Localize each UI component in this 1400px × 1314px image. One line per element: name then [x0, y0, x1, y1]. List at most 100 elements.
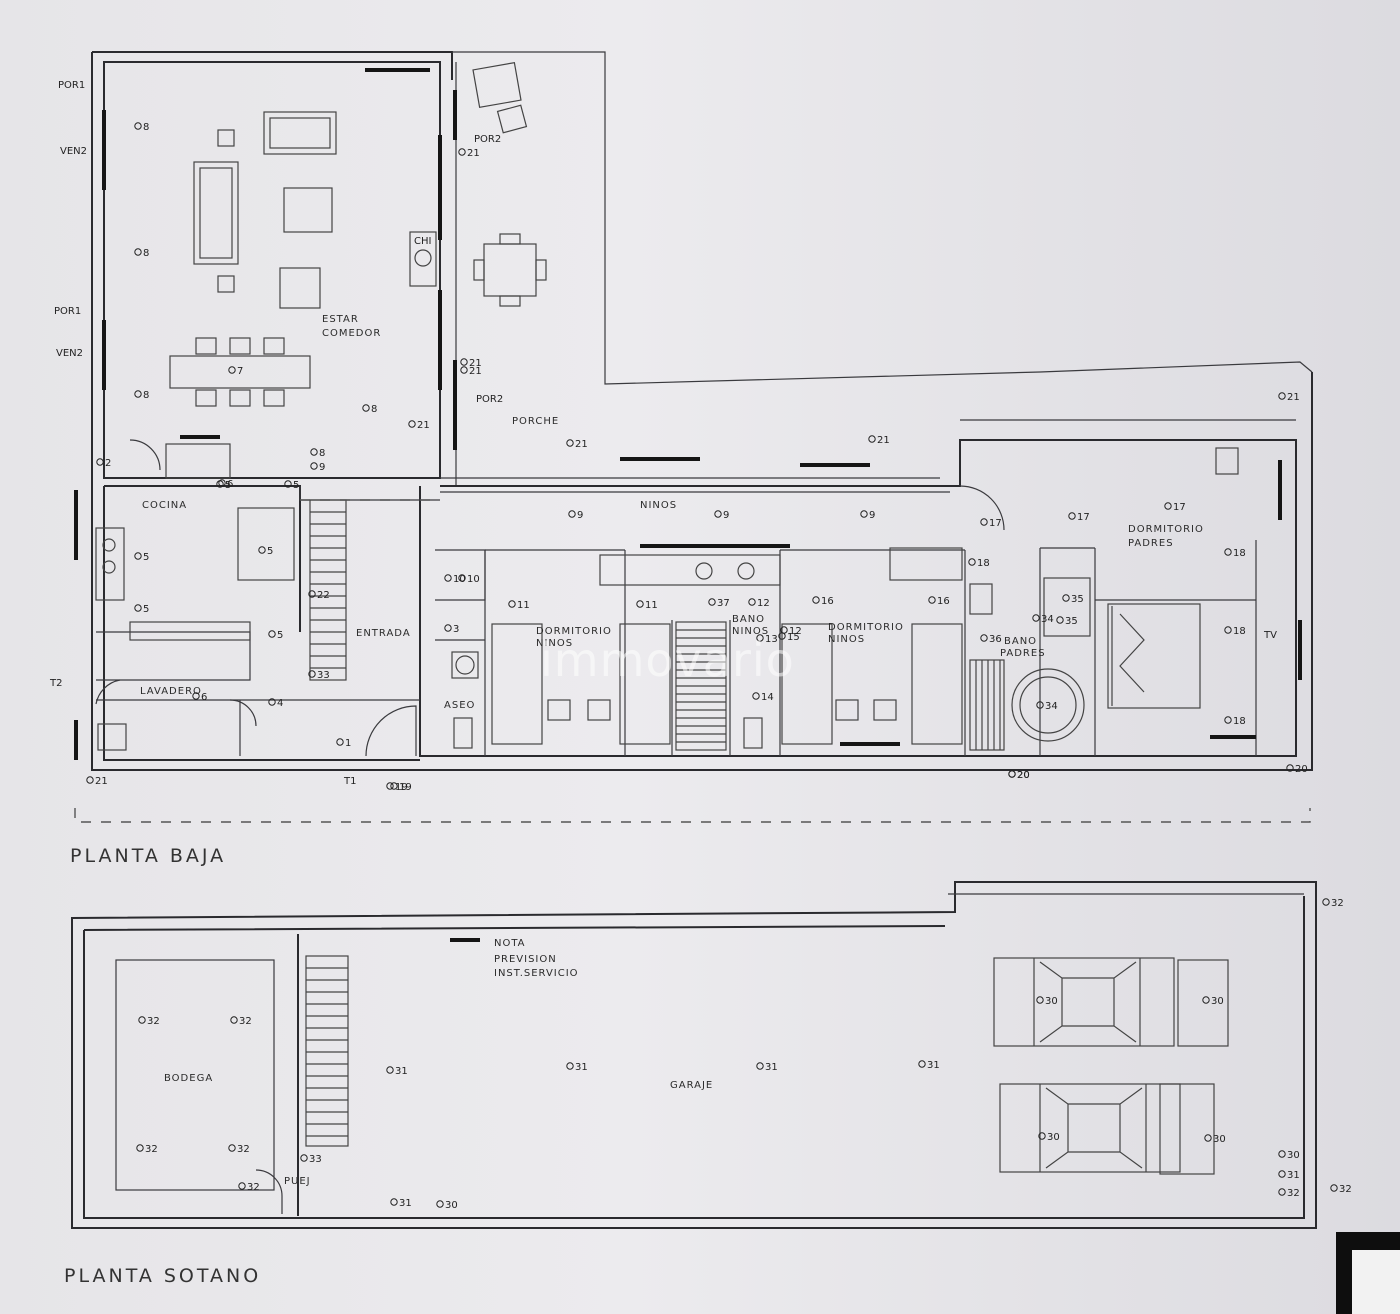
- outlet-point-p45: 22: [308, 590, 330, 601]
- outlet-symbol-p65: [1278, 1150, 1286, 1158]
- outlet-symbol-p78: [390, 782, 398, 790]
- outlet-symbol-p16: [444, 574, 452, 582]
- label-bodega: BODEGA: [164, 1073, 213, 1084]
- outlet-symbol-p18: [508, 600, 516, 608]
- outlet-number-p25: 9: [577, 510, 583, 521]
- outlet-point-p1: 8: [134, 122, 149, 133]
- outlet-symbol-p41: [458, 148, 466, 156]
- outlet-point-p26: 9: [714, 510, 729, 521]
- label-entrada: ENTRADA: [356, 628, 411, 639]
- outlet-point-p2: 8: [134, 248, 149, 259]
- outlet-point-p48: 32: [230, 1016, 252, 1027]
- title-planta-sotano: PLANTA SOTANO: [64, 1265, 261, 1287]
- outlet-number-p36: 36: [989, 634, 1002, 645]
- outlet-symbol-p52: [566, 1062, 574, 1070]
- outlet-symbol-p36: [980, 634, 988, 642]
- outlet-point-p20: 12: [748, 598, 770, 609]
- outlet-number-p1: 8: [143, 122, 149, 133]
- outlet-symbol-p12: [192, 692, 200, 700]
- outlet-number-p80: 8: [319, 448, 325, 459]
- outlet-point-p7: 5: [134, 604, 149, 615]
- outlet-number-p45: 22: [317, 590, 330, 601]
- outlet-point-p82: 10: [458, 574, 480, 585]
- outlet-symbol-p27: [860, 510, 868, 518]
- outlet-number-p81: 9: [319, 462, 325, 473]
- doors: [95, 439, 1005, 1214]
- outlet-point-p41: 21: [458, 148, 480, 159]
- outlet-symbol-p4: [228, 366, 236, 374]
- outlet-symbol-p6: [134, 552, 142, 560]
- outlet-symbol-p23: [812, 596, 820, 604]
- outlet-symbol-p51: [386, 1066, 394, 1074]
- outlet-number-p79: 20: [1017, 770, 1030, 781]
- outlet-point-p34: 34: [1032, 614, 1054, 625]
- outlet-number-p32: 18: [1233, 626, 1246, 637]
- outlet-point-p57: 30: [1038, 1132, 1060, 1143]
- outlet-number-p44: 20: [1295, 764, 1308, 775]
- label-cocina: COCINA: [142, 500, 187, 511]
- outlet-symbol-p35: [1036, 701, 1044, 709]
- note-line-3: INST.SERVICIO: [494, 968, 579, 979]
- outlet-symbol-p11: [268, 630, 276, 638]
- marker-por2-bot: POR2: [476, 394, 503, 405]
- outlet-symbol-p15: [386, 782, 394, 790]
- outlet-number-p38: 21: [877, 435, 890, 446]
- outlet-symbol-p32: [1224, 626, 1232, 634]
- label-aseo: ASEO: [444, 700, 475, 711]
- outlet-number-p4: 7: [237, 366, 243, 377]
- outlet-point-p81: 9: [310, 462, 325, 473]
- outlet-symbol-p59: [300, 1154, 308, 1162]
- outlet-number-p41: 21: [467, 148, 480, 159]
- outlet-number-p23: 16: [821, 596, 834, 607]
- outlet-point-p80: 8: [310, 448, 325, 459]
- outlet-number-p5: 8: [371, 404, 377, 415]
- outlet-number-p15: 19: [395, 782, 408, 793]
- outlet-number-p65: 30: [1287, 1150, 1300, 1161]
- outlet-number-p54: 31: [927, 1060, 940, 1071]
- outlet-symbol-p42: [460, 358, 468, 366]
- outlet-symbol-p29: [1068, 512, 1076, 520]
- outlet-number-p63: 32: [1331, 898, 1344, 909]
- outlet-symbol-p76: [336, 738, 344, 746]
- outlet-number-p60: 32: [247, 1182, 260, 1193]
- outlet-number-p69: 13: [765, 634, 778, 645]
- outlet-number-p10: 5: [267, 546, 273, 557]
- room-labels: ESTAR COMEDOR PORCHE COCINA ENTRADA LAVA…: [140, 314, 1203, 1187]
- outlet-point-p22: 37: [708, 598, 730, 609]
- outlet-number-p39: 21: [1287, 392, 1300, 403]
- outlet-number-p47: 32: [147, 1016, 160, 1027]
- outlet-point-p50: 32: [228, 1144, 250, 1155]
- basement-walls: [71, 881, 1317, 1229]
- outlet-symbol-p30: [1164, 502, 1172, 510]
- outlet-number-p77: 2: [105, 458, 111, 469]
- outlet-number-p35: 34: [1045, 701, 1058, 712]
- outlet-number-p8: 5: [225, 480, 231, 491]
- outlet-number-p52: 31: [575, 1062, 588, 1073]
- outlet-symbol-p49: [136, 1144, 144, 1152]
- outlet-number-p31: 18: [1233, 548, 1246, 559]
- outlet-symbol-p66: [1278, 1170, 1286, 1178]
- outlet-symbol-p31: [1224, 548, 1232, 556]
- outlet-symbol-p63: [1322, 898, 1330, 906]
- label-bano-ninos: BANO: [732, 614, 765, 625]
- outlet-number-p7: 5: [143, 604, 149, 615]
- outlet-point-p78: 19: [390, 782, 412, 793]
- outlet-symbol-p57: [1038, 1132, 1046, 1140]
- outlet-number-p29: 17: [1077, 512, 1090, 523]
- outlet-point-p67: 32: [1278, 1188, 1300, 1199]
- label-garaje: GARAJE: [670, 1080, 713, 1091]
- outlet-point-p14: 4: [268, 698, 283, 709]
- outlet-point-p68: 14: [752, 692, 774, 703]
- outlet-symbol-p44: [1286, 764, 1294, 772]
- marker-por1-top: POR1: [58, 80, 85, 91]
- outlet-symbol-p3: [134, 390, 142, 398]
- outlet-symbol-p79: [1008, 770, 1016, 778]
- outlet-number-p53: 31: [765, 1062, 778, 1073]
- outlet-point-p44: 20: [1286, 764, 1308, 775]
- outlet-point-p9: 5: [284, 480, 299, 491]
- outlet-symbol-p40: [86, 776, 94, 784]
- label-dorm-ninos-1b: NINOS: [536, 638, 573, 649]
- outlet-symbol-p20: [748, 598, 756, 606]
- outlet-number-p82: 10: [467, 574, 480, 585]
